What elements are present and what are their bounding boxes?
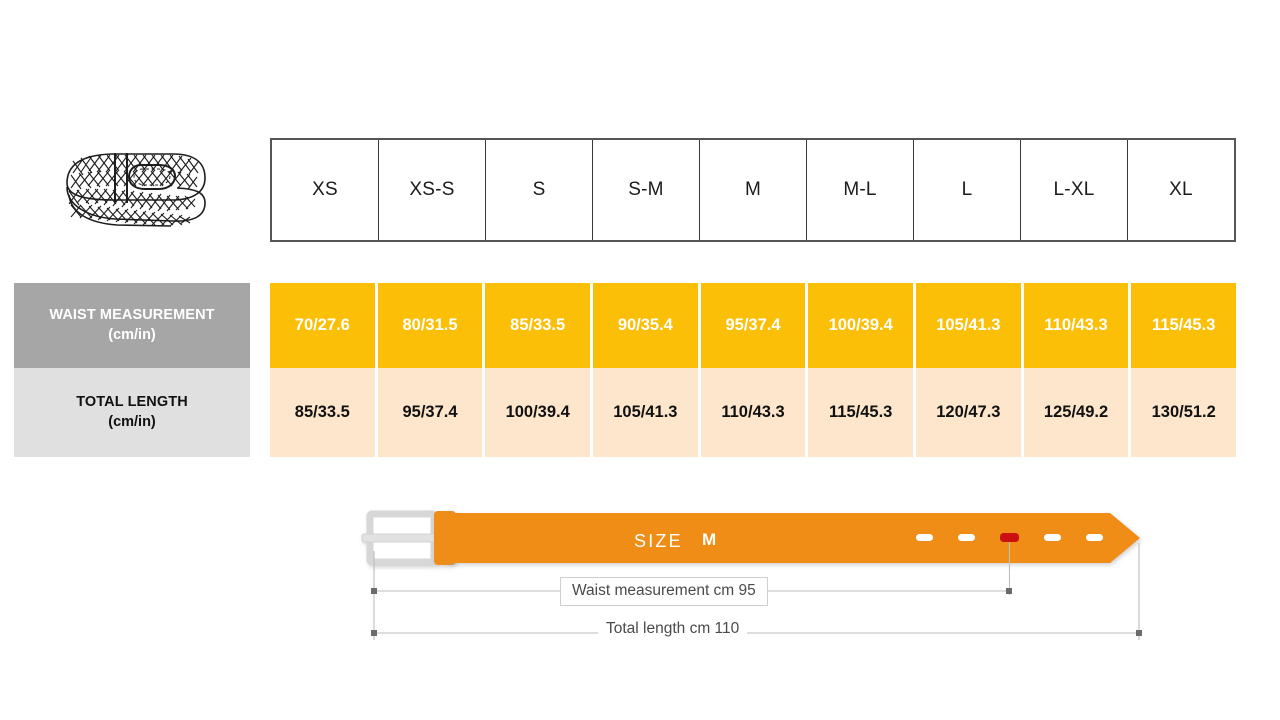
size-header-cell: M	[700, 140, 807, 240]
size-header-cell: XS	[272, 140, 379, 240]
size-header-cell: XS-S	[379, 140, 486, 240]
cell-waist: 110/43.3	[1023, 283, 1132, 368]
belt-hole	[1086, 534, 1103, 541]
cell-length: 110/43.3	[700, 368, 809, 457]
cell-length: 130/51.2	[1131, 368, 1237, 457]
cell-length: 100/39.4	[485, 368, 594, 457]
row-cells-waist: 70/27.6 80/31.5 85/33.5 90/35.4 95/37.4 …	[270, 283, 1237, 368]
braided-belt-icon	[55, 143, 215, 243]
belt-measurement-diagram	[350, 495, 1170, 655]
belt-hole	[958, 534, 975, 541]
cell-waist: 80/31.5	[377, 283, 486, 368]
cell-waist: 100/39.4	[808, 283, 917, 368]
cell-length: 85/33.5	[270, 368, 378, 457]
cell-length: 125/49.2	[1023, 368, 1132, 457]
cell-waist: 95/37.4	[700, 283, 809, 368]
belt-hole-active	[1000, 533, 1019, 542]
size-header-cell: S	[486, 140, 593, 240]
cell-waist: 90/35.4	[593, 283, 701, 368]
belt-size-prefix-label: SIZE	[634, 531, 683, 551]
belt-strap	[445, 513, 1140, 563]
size-header-cell: S-M	[593, 140, 700, 240]
belt-hole	[916, 534, 933, 541]
cell-length: 120/47.3	[916, 368, 1024, 457]
table-row-waist: WAIST MEASUREMENT (cm/in) 70/27.6 80/31.…	[0, 283, 1280, 368]
row-label-line2: (cm/in)	[108, 413, 156, 430]
cell-waist: 105/41.3	[916, 283, 1024, 368]
cell-length: 105/41.3	[593, 368, 701, 457]
belt-hole	[1044, 534, 1061, 541]
total-length-dimension-line	[371, 630, 1142, 636]
measurement-rows: WAIST MEASUREMENT (cm/in) 70/27.6 80/31.…	[0, 283, 1280, 457]
cell-waist: 70/27.6	[270, 283, 378, 368]
size-header-cell: L	[914, 140, 1021, 240]
cell-length: 115/45.3	[808, 368, 917, 457]
table-row-total-length: TOTAL LENGTH (cm/in) 85/33.5 95/37.4 100…	[0, 368, 1280, 457]
size-header-row: XS XS-S S S-M M M-L L L-XL XL	[270, 138, 1236, 242]
cell-waist: 115/45.3	[1131, 283, 1237, 368]
waist-measurement-callout: Waist measurement cm 95	[560, 577, 768, 606]
belt-size-value-label: M	[702, 530, 717, 549]
size-header-cell: M-L	[807, 140, 914, 240]
row-label-waist: WAIST MEASUREMENT (cm/in)	[14, 283, 250, 368]
row-label-total-length: TOTAL LENGTH (cm/in)	[14, 368, 250, 457]
cell-length: 95/37.4	[377, 368, 486, 457]
size-header-cell: XL	[1169, 179, 1193, 200]
total-length-callout: Total length cm 110	[598, 618, 748, 640]
row-label-line2: (cm/in)	[108, 326, 156, 343]
row-label-line1: WAIST MEASUREMENT	[49, 306, 215, 323]
dimension-extension-lines	[373, 542, 1140, 640]
cell-waist: 85/33.5	[485, 283, 594, 368]
row-cells-total-length: 85/33.5 95/37.4 100/39.4 105/41.3 110/43…	[270, 368, 1237, 457]
row-label-line1: TOTAL LENGTH	[76, 393, 188, 410]
belt-holes	[916, 533, 1103, 542]
size-header-cell: L-XL	[1021, 140, 1128, 240]
